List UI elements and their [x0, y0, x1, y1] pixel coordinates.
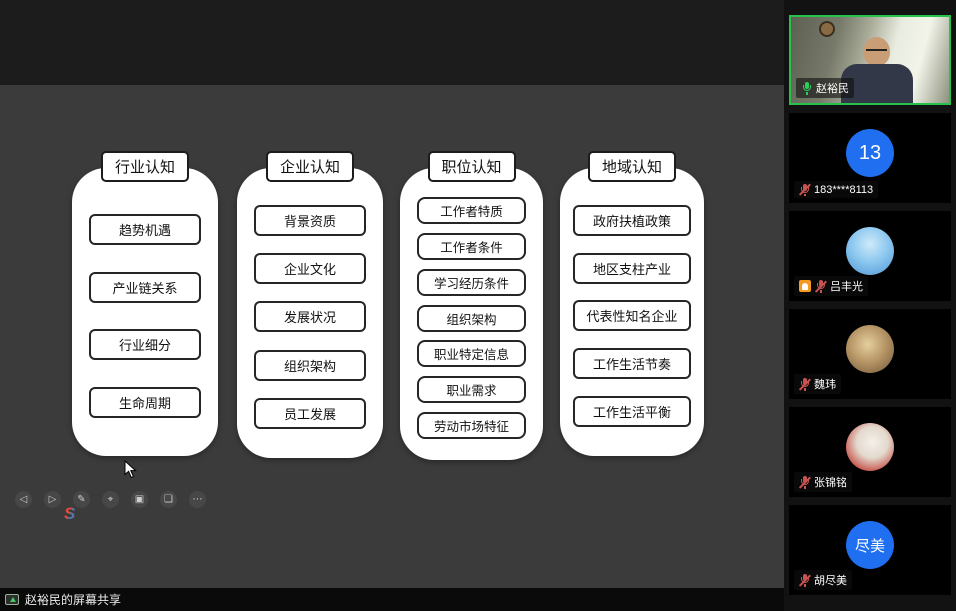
- screen-share-icon: [5, 594, 19, 605]
- item-box: 趋势机遇: [89, 214, 201, 246]
- column-industry-cognition: 行业认知 趋势机遇 产业链关系 行业细分 生命周期: [72, 151, 218, 456]
- participant-name: 张锦铭: [814, 477, 847, 489]
- column-items: 政府扶植政策 地区支柱产业 代表性知名企业 工作生活节奏 工作生活平衡: [560, 168, 704, 456]
- person-head: [863, 37, 890, 66]
- item-box: 员工发展: [254, 397, 366, 429]
- participant-name: 183****8113: [814, 183, 874, 196]
- mic-muted-icon: [798, 476, 811, 489]
- camera-icon[interactable]: ▣: [131, 491, 148, 508]
- participant-name: 吕丰光: [830, 281, 863, 293]
- column-enterprise-cognition: 企业认知 背景资质 企业文化 发展状况 组织架构 员工发展: [237, 151, 383, 458]
- wall-clock: [819, 21, 835, 37]
- item-box: 工作生活平衡: [573, 396, 691, 428]
- shared-screen-topbar: [0, 0, 784, 85]
- next-icon[interactable]: ▷: [44, 491, 61, 508]
- participant-name: 胡尽美: [814, 575, 847, 587]
- participant-nametag: 胡尽美: [794, 570, 852, 590]
- shared-screen-area: 行业认知 趋势机遇 产业链关系 行业细分 生命周期 企业认知 背景资质 企业文化…: [0, 0, 784, 611]
- avatar: 13: [846, 129, 894, 177]
- mic-muted-icon: [798, 378, 811, 391]
- avatar: 尽美: [846, 521, 894, 569]
- participant-tile-183-8113[interactable]: 13 183****8113: [789, 113, 951, 203]
- item-box: 发展状况: [254, 301, 366, 333]
- chat-glyph: ❏: [164, 493, 173, 505]
- item-box: 工作生活节奏: [573, 348, 691, 380]
- mic-muted-icon: [814, 280, 827, 293]
- column-title: 企业认知: [265, 151, 355, 182]
- screen-share-banner-text: 赵裕民的屏幕共享: [25, 593, 122, 607]
- mic-on-icon: [801, 82, 812, 95]
- column-title: 职位认知: [427, 151, 516, 182]
- participant-nametag: 吕丰光: [794, 276, 868, 296]
- participant-name: 魏玮: [814, 379, 836, 391]
- item-box: 地区支柱产业: [573, 252, 691, 284]
- item-box: 政府扶植政策: [573, 204, 691, 236]
- column-title: 地域认知: [587, 151, 677, 182]
- item-box: 工作者特质: [416, 196, 527, 224]
- column-items: 趋势机遇 产业链关系 行业细分 生命周期: [72, 168, 218, 456]
- item-box: 职业特定信息: [416, 340, 527, 368]
- screen-share-banner: 赵裕民的屏幕共享: [0, 588, 784, 611]
- prev-icon[interactable]: ◁: [15, 491, 32, 508]
- participant-tile-weiwei[interactable]: 魏玮: [789, 309, 951, 399]
- presentation-canvas: 行业认知 趋势机遇 产业链关系 行业细分 生命周期 企业认知 背景资质 企业文化…: [0, 85, 784, 588]
- participant-tile-zhaoyumin[interactable]: 赵裕民: [789, 15, 951, 105]
- item-box: 代表性知名企业: [573, 300, 691, 332]
- annotation-toolbar: ◁ ▷ ✎ ⌖ ▣ ❏ ⋯: [15, 491, 206, 508]
- item-box: 劳动市场特征: [416, 412, 527, 440]
- avatar: [846, 227, 894, 275]
- pointer-glyph: ⌖: [107, 493, 114, 505]
- column-title: 行业认知: [100, 151, 190, 182]
- participant-tile-lvfengguang[interactable]: 吕丰光: [789, 211, 951, 301]
- mic-muted-icon: [798, 183, 811, 196]
- item-box: 行业细分: [89, 329, 201, 361]
- item-box: 职业需求: [416, 376, 527, 404]
- item-box: 组织架构: [254, 349, 366, 381]
- item-box: 生命周期: [89, 386, 201, 418]
- column-items: 工作者特质 工作者条件 学习经历条件 组织架构 职业特定信息 职业需求 劳动市场…: [400, 168, 543, 460]
- chat-icon[interactable]: ❏: [160, 491, 177, 508]
- participant-nametag: 183****8113: [794, 181, 879, 198]
- column-region-cognition: 地域认知 政府扶植政策 地区支柱产业 代表性知名企业 工作生活节奏 工作生活平衡: [560, 151, 704, 456]
- mouse-cursor: [124, 459, 137, 484]
- participant-nametag: 赵裕民: [796, 78, 854, 98]
- item-box: 产业链关系: [89, 271, 201, 303]
- more-glyph: ⋯: [192, 493, 203, 505]
- participants-panel: 赵裕民 13 183****8113 吕丰光: [784, 0, 956, 611]
- pencil-icon[interactable]: ✎: [73, 491, 90, 508]
- avatar: [846, 423, 894, 471]
- mic-muted-icon: [798, 574, 811, 587]
- item-box: 背景资质: [254, 205, 366, 237]
- pencil-glyph: ✎: [77, 493, 86, 505]
- participant-nametag: 魏玮: [794, 374, 841, 394]
- pointer-icon[interactable]: ⌖: [102, 491, 119, 508]
- item-box: 企业文化: [254, 253, 366, 285]
- next-glyph: ▷: [48, 493, 57, 505]
- item-box: 组织架构: [416, 304, 527, 332]
- hand-raised-icon: [799, 280, 811, 292]
- column-items: 背景资质 企业文化 发展状况 组织架构 员工发展: [237, 168, 383, 458]
- prev-glyph: ◁: [19, 493, 28, 505]
- participant-nametag: 张锦铭: [794, 472, 852, 492]
- item-box: 学习经历条件: [416, 268, 527, 296]
- participant-tile-zhangjinming[interactable]: 张锦铭: [789, 407, 951, 497]
- more-icon[interactable]: ⋯: [189, 491, 206, 508]
- column-position-cognition: 职位认知 工作者特质 工作者条件 学习经历条件 组织架构 职业特定信息 职业需求…: [400, 151, 543, 460]
- participant-tile-hujinmei[interactable]: 尽美 胡尽美: [789, 505, 951, 595]
- camera-glyph: ▣: [134, 493, 145, 505]
- app-logo[interactable]: S: [64, 504, 76, 523]
- participant-name: 赵裕民: [816, 83, 849, 95]
- item-box: 工作者条件: [416, 232, 527, 260]
- avatar: [846, 325, 894, 373]
